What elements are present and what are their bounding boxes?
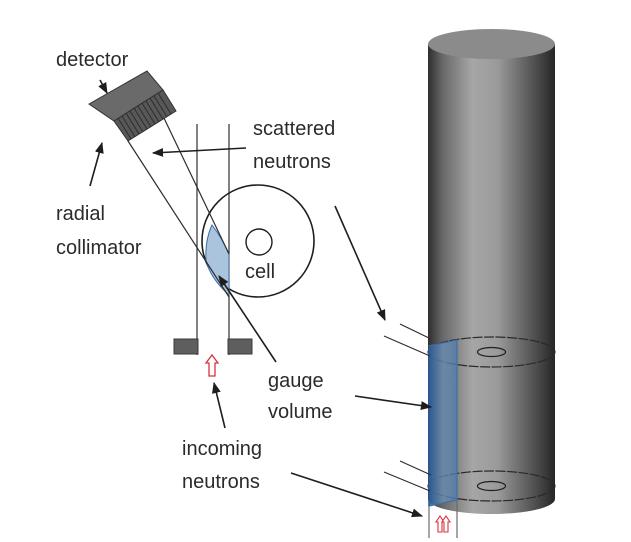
incoming-beam-arrow-icon xyxy=(204,353,220,377)
label-incoming: incoming xyxy=(182,438,262,460)
diffracted-beam-line-upper xyxy=(162,115,230,255)
scattered-beam-lower-2 xyxy=(383,471,431,492)
detector xyxy=(88,70,177,142)
labels: detector radial collimator scattered neu… xyxy=(56,49,335,493)
cylinder-bottom xyxy=(428,484,555,514)
slit-block-right xyxy=(227,338,253,355)
incoming-beam-arrow-3d-icon xyxy=(434,515,446,533)
cell-outer-circle xyxy=(201,184,315,298)
label-cell: cell xyxy=(245,261,275,283)
label-scattered: scattered xyxy=(253,118,335,140)
cross-section-upper xyxy=(427,336,556,368)
incoming-arrow-right xyxy=(290,472,424,518)
label-detector: detector xyxy=(56,49,129,71)
label-gauge: gauge xyxy=(268,370,324,392)
cross-section-lower xyxy=(427,470,556,502)
scattered-beam-lower-1 xyxy=(399,460,432,476)
schematic-2d xyxy=(88,70,315,429)
cylinder-top xyxy=(428,29,555,59)
collimator-arrow xyxy=(89,141,104,187)
scattered-beam-upper-2 xyxy=(383,335,431,357)
scattered-arrow-left xyxy=(151,147,247,157)
slit-block-left xyxy=(173,338,199,355)
cell-inner-circle xyxy=(245,228,273,256)
label-scattered-neutrons: neutrons xyxy=(253,151,331,173)
gauge-arrow-right xyxy=(354,395,433,410)
detector-arrow xyxy=(98,79,108,94)
cross-section-upper-hole xyxy=(476,346,507,358)
cylinder-3d xyxy=(290,29,556,538)
label-radial: radial xyxy=(56,203,105,225)
cross-section-lower-hole xyxy=(476,480,507,492)
incoming-arrow-left xyxy=(212,381,226,429)
diffracted-beam-line-lower xyxy=(127,140,230,298)
gauge-arrow-left xyxy=(218,275,277,363)
scattered-beam-upper-1 xyxy=(399,323,432,340)
scattered-arrow-right xyxy=(334,205,386,322)
label-incoming-neutrons: neutrons xyxy=(182,471,260,493)
label-volume: volume xyxy=(268,401,332,423)
gauge-volume-3d xyxy=(428,339,458,507)
label-collimator: collimator xyxy=(56,237,142,259)
